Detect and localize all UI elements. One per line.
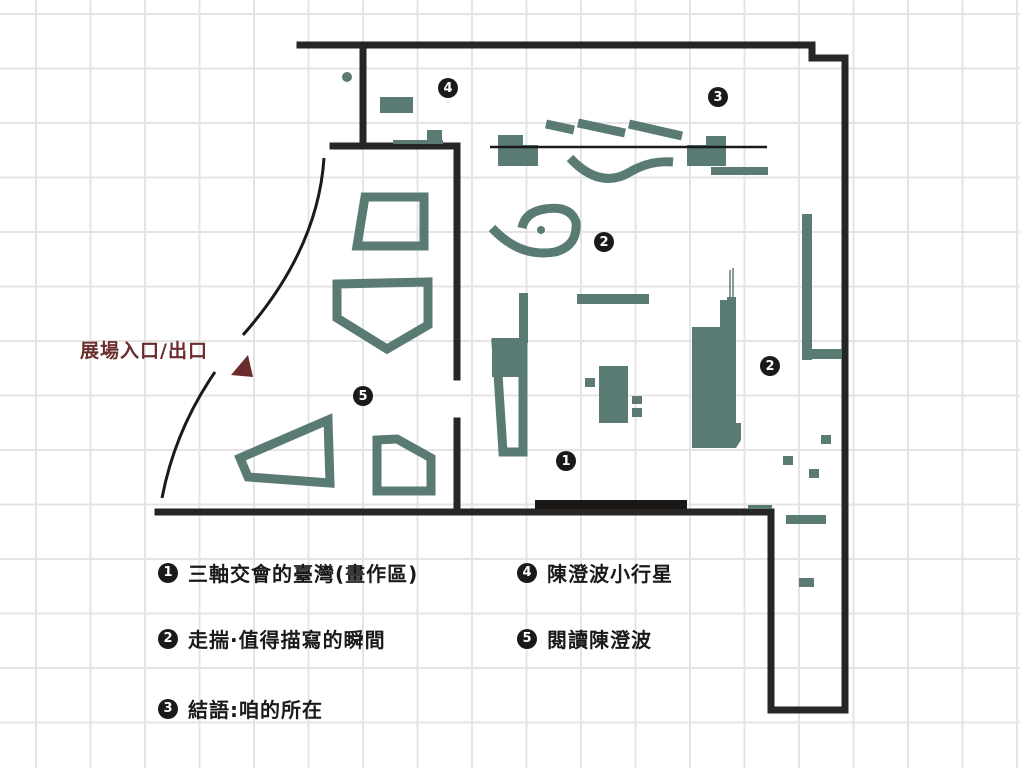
exhibit-outlines	[234, 118, 683, 496]
zone-marker-2: 2	[594, 232, 614, 252]
legend-item-3: 3 結語:咱的所在	[158, 694, 323, 723]
legend-number: 4	[517, 562, 537, 583]
walls	[154, 41, 849, 714]
zone-marker-1: 1	[556, 451, 576, 471]
legend-label: 閱讀陳澄波	[547, 628, 652, 652]
legend-item-2: 2 走揣·值得描寫的瞬間	[158, 624, 386, 653]
legend-label: 走揣·值得描寫的瞬間	[188, 628, 386, 652]
legend-number: 2	[158, 628, 178, 649]
legend-item-4: 4 陳澄波小行星	[517, 558, 673, 587]
legend-label: 三軸交會的臺灣(畫作區)	[188, 562, 419, 586]
entrance-label: 展場入口/出口	[80, 340, 208, 362]
zone-marker-5: 5	[353, 386, 373, 406]
exhibits	[342, 72, 842, 587]
entrance-arrow-icon	[231, 355, 253, 377]
legend-item-1: 1 三軸交會的臺灣(畫作區)	[158, 558, 418, 587]
legend-number: 1	[158, 562, 178, 583]
entrance-arcs	[160, 157, 326, 499]
door-threshold	[535, 500, 687, 509]
legend-number: 5	[517, 628, 537, 649]
zone-marker-2b: 2	[760, 356, 780, 376]
zone-marker-3: 3	[708, 87, 728, 107]
zone-marker-4: 4	[438, 78, 458, 98]
legend-number: 3	[158, 698, 178, 719]
legend-label: 結語:咱的所在	[188, 698, 323, 722]
legend-label: 陳澄波小行星	[547, 562, 673, 586]
legend-item-5: 5 閱讀陳澄波	[517, 624, 652, 653]
